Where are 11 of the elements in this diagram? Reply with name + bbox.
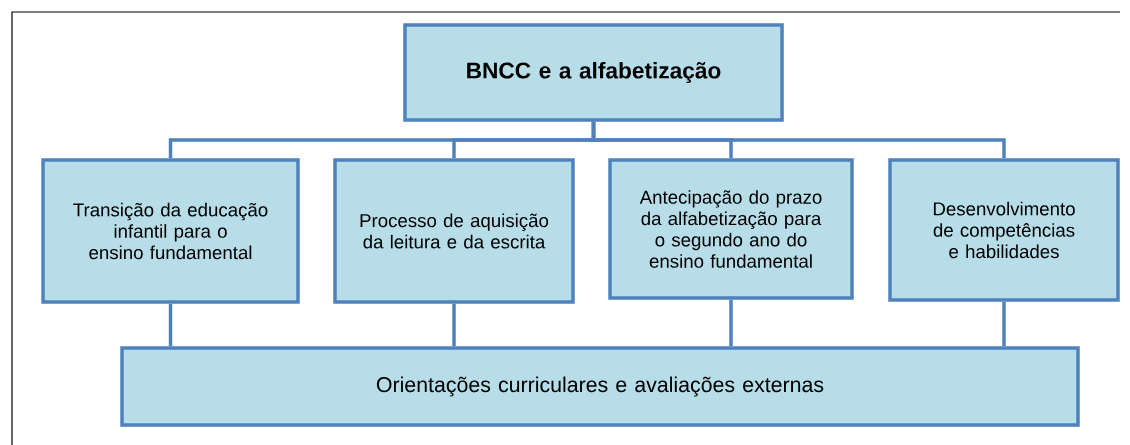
topic-box: Transição da educação infantil para o ensino fundamental	[41, 158, 300, 304]
connector-line	[1002, 301, 1006, 347]
topic-box: Desenvolvimento de competências e habilidades	[888, 158, 1120, 302]
summary-box: Orientações curriculares e avaliações externas	[120, 346, 1080, 427]
connector-line	[168, 303, 173, 347]
connector-line	[729, 299, 733, 347]
connector-line	[591, 121, 1006, 159]
title-box: BNCC e a alfabetização	[403, 23, 784, 122]
connector-line	[452, 303, 456, 347]
topic-box: Antecipação do prazo da alfabetização para o segundo ano do ensino fundamental	[608, 158, 854, 300]
topic-box: Processo de aquisição da leitura e da escrita	[333, 158, 575, 304]
